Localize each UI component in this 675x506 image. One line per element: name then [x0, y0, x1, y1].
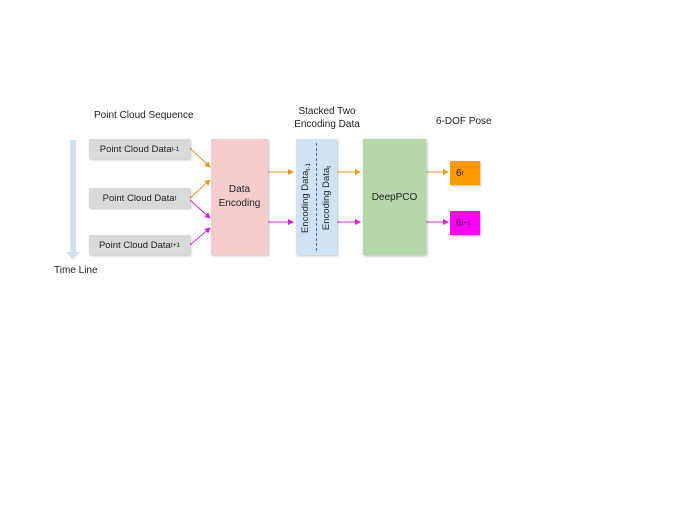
- point-cloud-subscript: t-1: [171, 145, 180, 153]
- arrow-pc1-to-encoding: [189, 147, 211, 168]
- stacked-encoding-t: Encoding Datat: [321, 143, 333, 253]
- stacked-label: Encoding Data: [321, 167, 332, 231]
- pose-subscript: t: [461, 169, 464, 177]
- point-cloud-label: Point Cloud Data: [99, 143, 172, 155]
- stacked-encoding-block: Encoding Datat-1 Encoding Datat: [296, 139, 337, 255]
- arrow-pc2-to-encoding-top: [189, 179, 211, 199]
- point-cloud-subscript: t: [174, 194, 177, 202]
- point-cloud-label: Point Cloud Data: [98, 239, 171, 251]
- arrow-pc3-to-encoding: [189, 227, 211, 246]
- stacked-heading-line1: Stacked Two: [298, 106, 356, 117]
- timeline-arrowhead: [66, 252, 80, 260]
- stacked-subscript: t-1: [305, 163, 312, 171]
- pose-label: 6: [456, 217, 462, 229]
- stacked-subscript: t: [326, 165, 333, 168]
- pose-label: 6: [456, 167, 462, 179]
- pose-subscript: t+1: [461, 219, 471, 227]
- stacked-label: Encoding Data: [300, 170, 311, 233]
- data-encoding-block: Data Encoding: [211, 139, 268, 255]
- stacked-encoding-t-minus-1: Encoding Datat-1: [300, 143, 312, 253]
- data-encoding-line2: Encoding: [218, 198, 261, 209]
- point-cloud-sequence-heading: Point Cloud Sequence: [94, 110, 194, 121]
- pose-heading: 6-DOF Pose: [436, 116, 492, 127]
- point-cloud-label: Point Cloud Data: [102, 192, 175, 204]
- stacked-heading-line2: Encoding Data: [294, 119, 360, 130]
- data-encoding-line1: Data: [228, 184, 251, 195]
- point-cloud-subscript: t+1: [170, 241, 181, 249]
- stacked-encoding-heading: Stacked Two Encoding Data: [282, 105, 372, 131]
- stack-divider: [316, 143, 317, 253]
- timeline-shaft: [70, 140, 76, 252]
- deeppco-network-block: DeepPCO: [363, 139, 426, 255]
- arrow-pc2-to-encoding-bottom: [189, 199, 211, 219]
- timeline-label: Time Line: [54, 265, 98, 276]
